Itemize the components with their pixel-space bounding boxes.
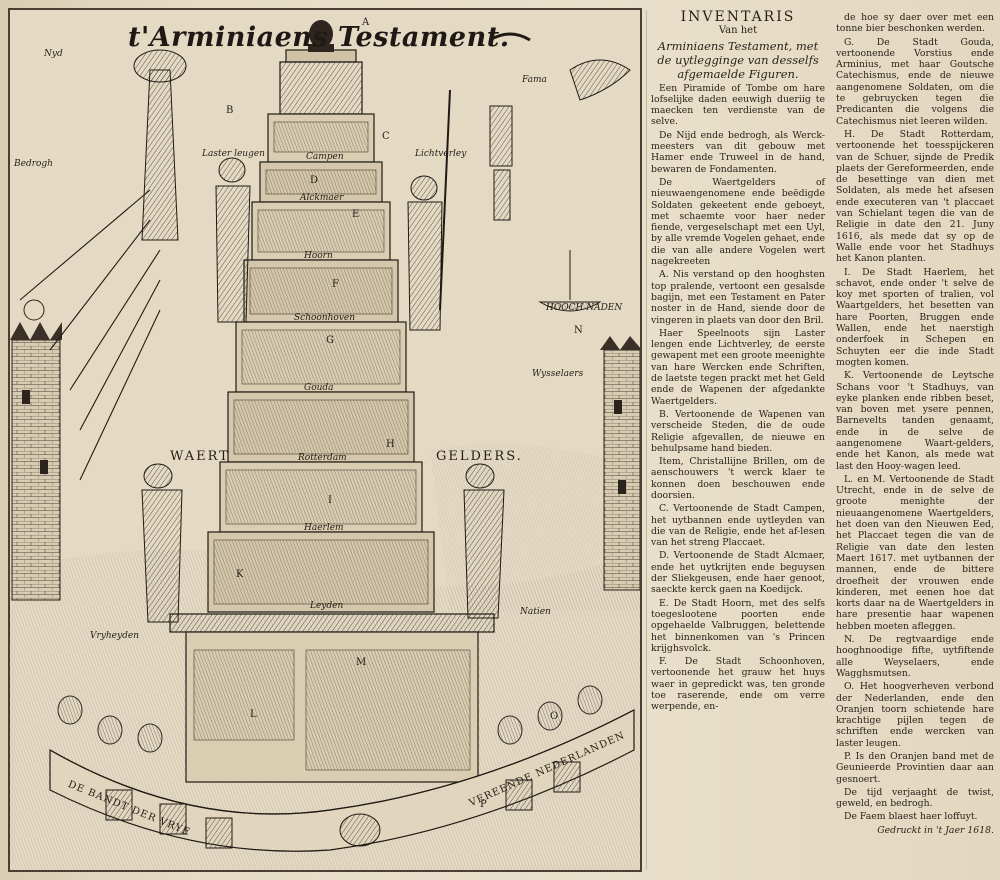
paragraph: De Faem blaest haer loffuyt.	[844, 811, 978, 823]
label-bedrogh: Bedrogh	[14, 159, 53, 169]
label-letter-n: N	[574, 325, 584, 336]
engraving-plate: t'Arminiaens Testament. A Lichtverley La…	[8, 8, 642, 872]
label-campen: Campen	[306, 152, 344, 162]
label-natien: Natien	[520, 607, 551, 617]
paragraph: B. Vertoonende de Wapenen van verscheide…	[651, 408, 825, 454]
label-nyd: Nyd	[44, 49, 63, 59]
label-hooch-naden: HOOCH NADEN	[546, 303, 623, 313]
paragraph: Haer Speelnoots sijn Laster lengen ende …	[651, 327, 825, 407]
inventaris-subtitle: Van het	[718, 25, 758, 37]
arrows	[19, 189, 161, 481]
label-letter-p: P	[480, 799, 488, 810]
paragraph: de hoe sy daer over met een tonne bier b…	[836, 12, 994, 35]
left-tower	[10, 299, 62, 601]
figure-waertgelder-left	[141, 463, 183, 623]
label-hoorn: Hoorn	[304, 251, 333, 261]
label-letter-d: D	[310, 175, 320, 186]
top-figure	[308, 20, 334, 52]
inventaris-column-2: de hoe sy daer over met een tonne bier b…	[836, 12, 994, 838]
label-letter-m: M	[356, 657, 368, 668]
label-schoonhoven: Schoonhoven	[294, 313, 356, 323]
label-a: A	[362, 17, 371, 28]
label-haerlem: Haerlem	[304, 523, 344, 533]
label-fama: Fama	[522, 75, 547, 85]
paragraph: K. Vertoonende de Leytsche Schans voor '…	[836, 370, 994, 472]
paragraph: L. en M. Vertoonende de Stadt Utrecht, e…	[836, 473, 994, 632]
label-letter-c: C	[382, 131, 391, 142]
paragraph: D. Vertoonende de Stadt Alcmaer, ende he…	[651, 550, 825, 596]
right-tower	[600, 336, 640, 591]
owl-figure	[339, 813, 381, 847]
label-lichtverley: Lichtverley	[415, 149, 467, 159]
tree-left	[133, 49, 187, 241]
label-alckmaer: Alckmaer	[300, 193, 344, 203]
paragraph: I. De Stadt Haerlem, het schavot, ende o…	[836, 266, 994, 368]
paragraph: E. De Stadt Hoorn, met des selfs toegesl…	[651, 597, 825, 654]
paragraph: De Waertgelders of nieuwaengenomene ende…	[651, 176, 825, 268]
paragraph: Item, Christallijne Brillen, om de aensc…	[651, 456, 825, 501]
engraving-illustration	[10, 10, 640, 870]
figure-lichtverley	[407, 89, 451, 331]
figure-waertgelder-right	[463, 463, 505, 619]
paragraph: H. De Stadt Rotterdam, vertoonende het t…	[836, 128, 994, 265]
label-waert: WAERT	[170, 449, 230, 464]
label-letter-l: L	[250, 709, 258, 720]
label-letter-h: H	[386, 439, 396, 450]
inventaris-heading: Arminiaens Testament, met de uytlegginge…	[657, 38, 819, 81]
hanging-figure	[489, 105, 513, 221]
label-letter-g: G	[326, 335, 335, 346]
label-leyden: Leyden	[310, 601, 344, 611]
paragraph: De Nijd ende bedrogh, als Werck-meesters…	[651, 129, 825, 175]
paragraph: O. Het hoogverheven verbond der Nederlan…	[836, 681, 994, 749]
paragraph: N. De regtvaardige ende hooghnoodige fif…	[836, 634, 994, 679]
figure-laster-leugen	[215, 157, 251, 323]
label-letter-e: E	[352, 209, 361, 220]
inventaris-column-1: INVENTARIS Van het Arminiaens Testament,…	[651, 9, 825, 715]
label-letter-k: K	[236, 569, 245, 580]
label-letter-i: I	[328, 495, 333, 506]
paragraph: F. De Stadt Schoonhoven, vertoonende het…	[651, 656, 825, 713]
label-letter-f: F	[332, 279, 340, 290]
inventaris-title: INVENTARIS	[680, 9, 796, 25]
fama-figure	[489, 32, 631, 101]
column-divider	[646, 10, 647, 870]
paragraph: C. Vertoonende de Stadt Campen, het uytb…	[651, 503, 825, 549]
label-gelders: GELDERS.	[436, 449, 523, 464]
label-letter-b: B	[226, 105, 235, 116]
paragraph: De tijd verjaaght de twist, geweld, en b…	[836, 786, 994, 810]
scales-basket	[538, 250, 602, 312]
plate-title: t'Arminiaens Testament.	[128, 22, 510, 53]
label-gouda: Gouda	[304, 383, 334, 393]
paragraph: G. De Stadt Gouda, vertoonende Vorstius …	[836, 36, 994, 127]
label-wysselaers: Wysselaers	[532, 369, 584, 379]
paragraph: Een Piramide of Tombe om hare lofselijke…	[651, 82, 825, 128]
label-rotterdam: Rotterdam	[298, 453, 347, 463]
label-laster-leugen: Laster leugen	[202, 149, 265, 159]
imprint-line: Gedruckt in 't Jaer 1618.	[877, 824, 994, 836]
paragraph: A. Nis verstand op den hooghsten top pra…	[651, 269, 825, 326]
paragraph: P. Is den Oranjen band met de Geunieerde…	[836, 751, 994, 785]
label-letter-o: O	[550, 711, 560, 722]
label-vryheyden: Vryheyden	[90, 631, 139, 641]
